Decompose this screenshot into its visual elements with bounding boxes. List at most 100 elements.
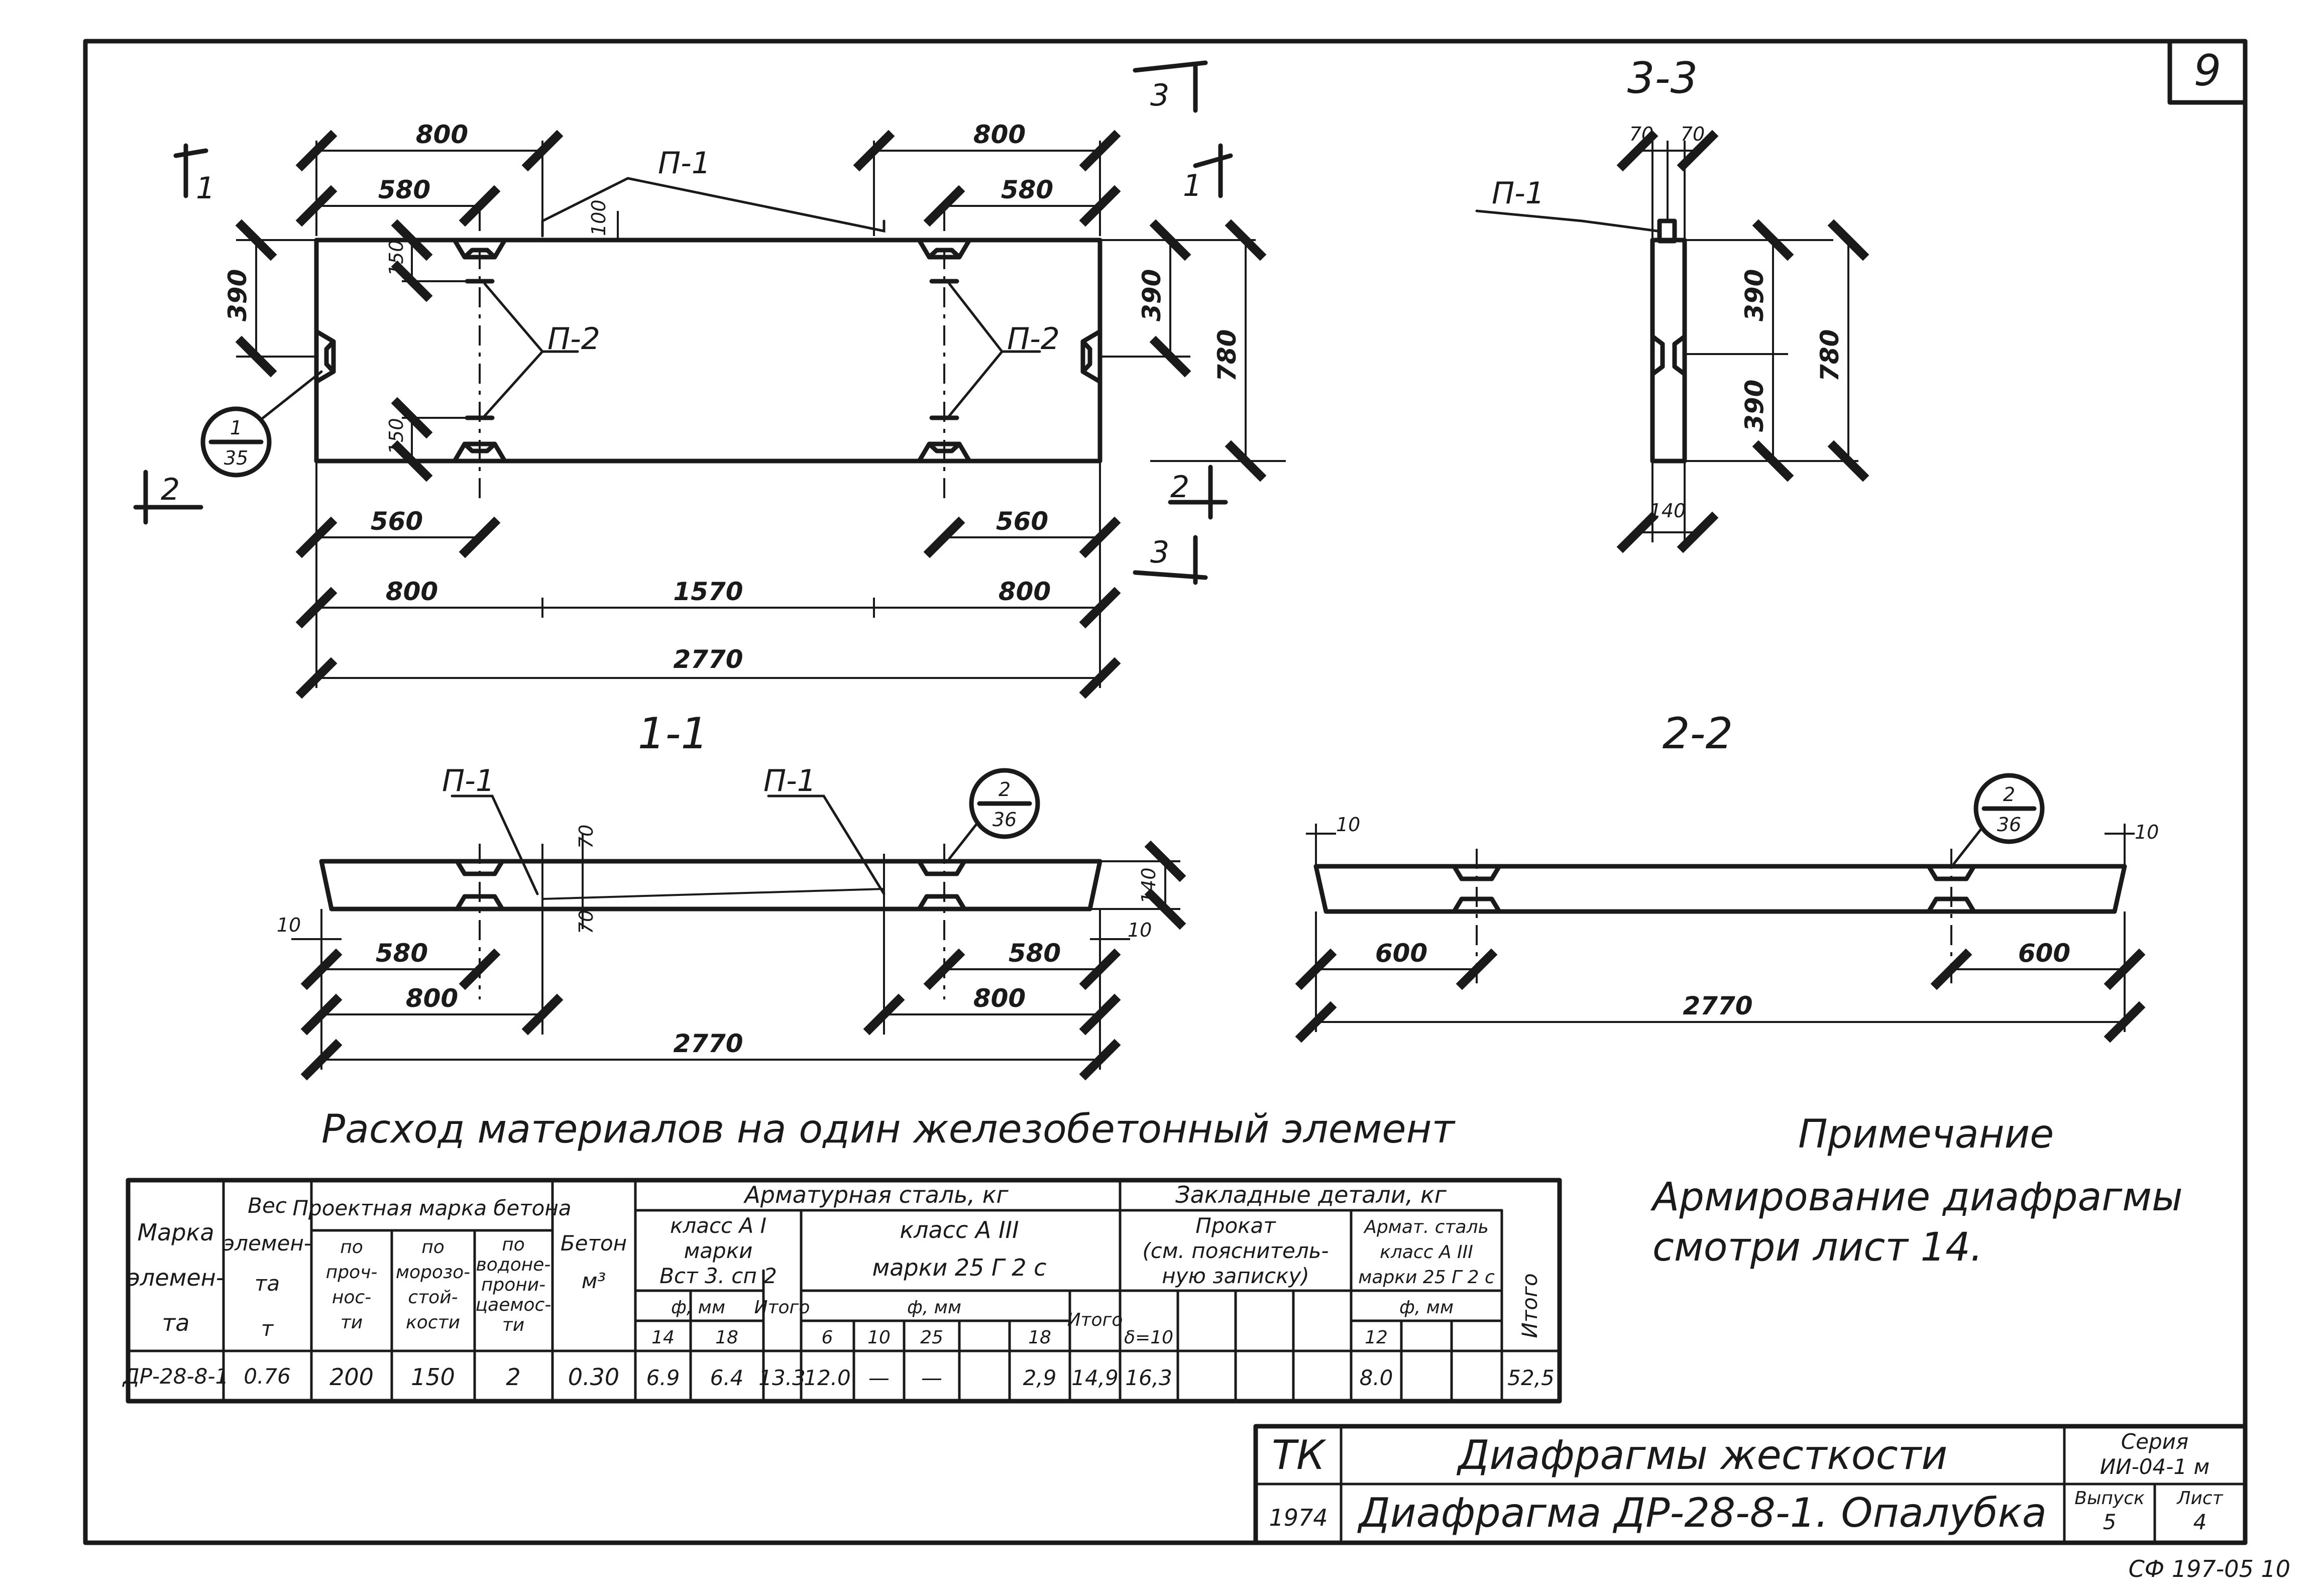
s11-callout-bottom: 36	[992, 809, 1017, 831]
plan-label-p2-left: П-2	[547, 321, 600, 357]
td-emb-12: 8.0	[1360, 1365, 1393, 1390]
plan-embed-left	[314, 329, 336, 384]
td-frost: 150	[411, 1363, 455, 1391]
th-strength-1: по	[340, 1237, 363, 1258]
cut-mark-1-right: 1	[1183, 168, 1202, 203]
th-total-a1: Итого	[754, 1297, 810, 1318]
th-rolled-1: Прокат	[1195, 1213, 1276, 1238]
tb-issue-label: Выпуск	[2074, 1488, 2145, 1509]
cut-mark-2-right: 2	[1170, 470, 1189, 505]
td-a3-18: 2,9	[1023, 1365, 1057, 1390]
section-3-3: 3-3 П-1 70 70 390 390 780 140	[1475, 53, 1869, 553]
th-rebar: Арматурная сталь, кг	[743, 1181, 1009, 1208]
s11-label-p1-left: П-1	[442, 763, 495, 799]
s33-label-p1: П-1	[1492, 176, 1544, 211]
materials-table: Марка элемен- та Вес элемен- та т Проект…	[122, 1178, 1562, 1404]
plan-dim-560-right: 560	[996, 507, 1048, 536]
plan-dim-800-tr: 800	[973, 120, 1026, 149]
th-emb-rebar-1: Армат. сталь	[1363, 1217, 1489, 1237]
th-a1-d18: 18	[715, 1327, 738, 1348]
cut-mark-2-left: 2	[161, 472, 180, 507]
s11-dim-2770: 2770	[673, 1029, 743, 1058]
td-mark: ДР-28-8-1	[122, 1364, 229, 1389]
s22-dim-2770: 2770	[1683, 991, 1752, 1020]
s11-dim-580-left: 580	[376, 939, 428, 968]
sheet-number-box	[2167, 39, 2248, 105]
plan-callout-circle	[200, 406, 272, 478]
s11-outline	[319, 859, 1102, 911]
td-plate: 16,3	[1125, 1365, 1172, 1390]
th-emb-d12: 12	[1365, 1327, 1388, 1348]
th-a3-1: класс А III	[900, 1216, 1019, 1243]
plan-dim-2770: 2770	[673, 645, 743, 674]
th-grand-total: Итого	[1517, 1273, 1542, 1338]
th-water-1: по	[502, 1234, 525, 1255]
sheet-frame	[83, 39, 2248, 1545]
note-line-2: смотри лист 14.	[1652, 1225, 1983, 1270]
materials-title: Расход материалов на один железобетонный…	[321, 1107, 1456, 1152]
s11-label-p1-right: П-1	[763, 763, 816, 799]
tb-issue-value: 5	[2103, 1510, 2117, 1534]
tb-org: ТК	[1272, 1432, 1327, 1478]
s11-dim-10-right: 10	[1128, 919, 1152, 941]
section-2-2: 2-2 10 10 2 36 600 600 2770	[1295, 709, 2159, 1043]
plan-callout-top: 1	[230, 417, 242, 439]
tb-sheet-value: 4	[2193, 1510, 2207, 1534]
th-phi-a3: ф, мм	[907, 1297, 961, 1318]
plan-dim-150-bottom: 150	[385, 418, 407, 454]
th-a1-d14: 14	[651, 1327, 675, 1348]
th-mark-3: та	[162, 1309, 190, 1336]
th-a3-d18: 18	[1028, 1327, 1051, 1348]
plan-dim-580-tr: 580	[1001, 175, 1053, 204]
s33-dim-390b: 390	[1740, 380, 1769, 432]
plan-view: П-2 П-2 П-1 800 580 800 580 100 390 150 …	[133, 60, 1286, 699]
cut-mark-1-left: 1	[196, 171, 215, 206]
s11-dim-10-left: 10	[277, 914, 301, 936]
plan-dim-780: 780	[1212, 329, 1242, 382]
s11-dim-800-right: 800	[973, 984, 1026, 1013]
th-strength-3: нос-	[332, 1287, 371, 1308]
th-emb-rebar-3: марки 25 Г 2 с	[1358, 1267, 1495, 1288]
td-a3-6: 12.0	[804, 1365, 851, 1390]
td-a3-25: —	[921, 1365, 942, 1390]
plan-dim-800-br: 800	[999, 577, 1051, 606]
plan-dim-390-left: 390	[223, 269, 252, 321]
th-phi-emb: ф, мм	[1399, 1297, 1454, 1318]
th-weight-2: элемен-	[223, 1231, 311, 1256]
sheet-number: 9	[2194, 46, 2222, 96]
section-2-2-title: 2-2	[1663, 709, 1733, 759]
td-weight: 0.76	[244, 1364, 291, 1389]
section-3-3-title: 3-3	[1627, 53, 1698, 103]
plan-outline	[314, 238, 1102, 464]
s22-dim-600-left: 600	[1375, 939, 1427, 968]
s11-callout-top: 2	[999, 778, 1011, 801]
plan-label-p2-right: П-2	[1007, 321, 1060, 357]
th-water-5: ти	[502, 1315, 524, 1335]
plan-dim-100: 100	[588, 199, 610, 236]
tb-sheet-label: Лист	[2176, 1488, 2223, 1509]
s22-callout-top: 2	[2003, 783, 2015, 806]
section-1-1: 1-1 П-1 П-1 70 70 140 2 36 10 580 580	[277, 709, 1186, 1081]
td-a1-total: 13.3	[758, 1365, 806, 1390]
cut-mark-3-top: 3	[1150, 78, 1169, 113]
cut-mark-3-bottom: 3	[1150, 535, 1169, 570]
s33-dim-390a: 390	[1740, 269, 1769, 321]
th-strength-2: проч-	[326, 1262, 378, 1283]
td-strength: 200	[329, 1363, 374, 1391]
archive-stamp: СФ 197-05 10	[2129, 1555, 2290, 1582]
plan-dim-560-left: 560	[371, 507, 423, 536]
s33-dim-70a: 70	[1629, 123, 1653, 145]
tb-title-1: Диафрагмы жесткости	[1457, 1432, 1947, 1478]
th-frost-1: по	[421, 1237, 445, 1258]
th-weight-1: Вес	[248, 1193, 287, 1218]
s22-dim-10-right: 10	[2135, 821, 2159, 843]
th-a3-d10: 10	[867, 1327, 891, 1348]
th-mark-1: Марка	[137, 1219, 214, 1246]
s33-dim-70b: 70	[1681, 123, 1705, 145]
th-thick: δ=10	[1124, 1327, 1173, 1348]
plan-dim-150-top: 150	[385, 240, 407, 276]
section-1-1-title: 1-1	[638, 709, 708, 759]
th-a3-2: марки 25 Г 2 с	[872, 1254, 1047, 1281]
th-mark-2: элемен-	[128, 1264, 225, 1291]
td-water: 2	[506, 1363, 520, 1391]
